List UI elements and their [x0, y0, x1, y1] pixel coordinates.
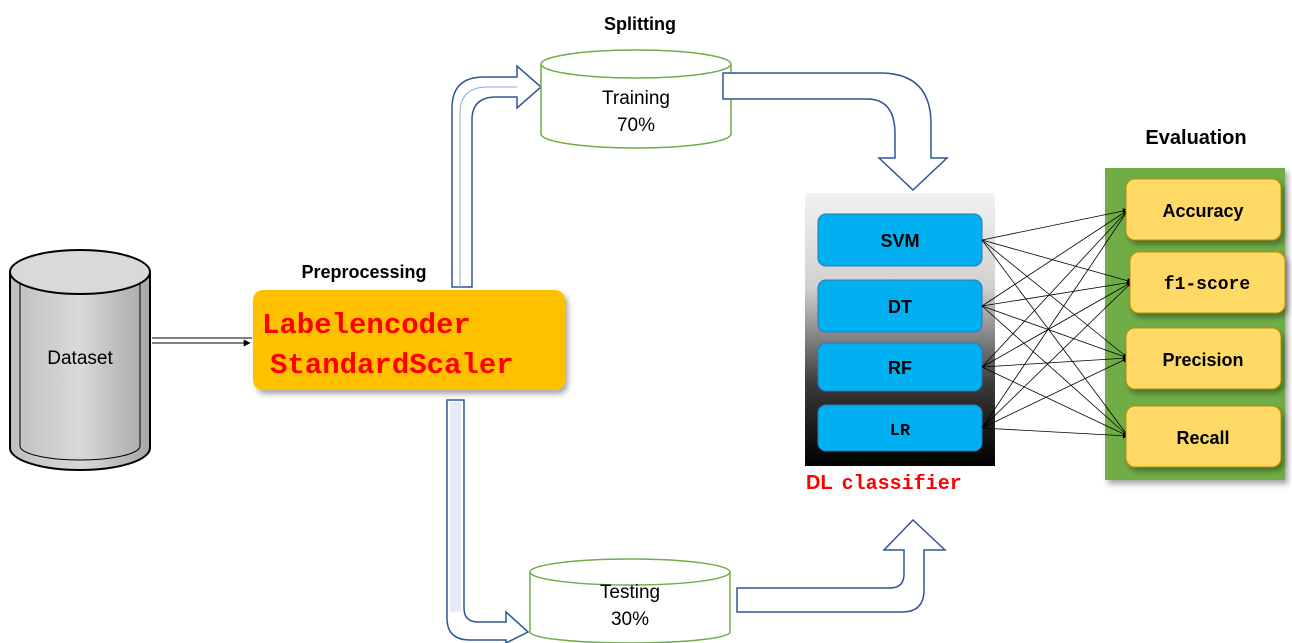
connection-line [981, 281, 1133, 368]
testing-percent: 30% [611, 609, 649, 630]
classifier-caption-word: classifier [842, 473, 962, 496]
model-item-svm: SVM [817, 213, 983, 267]
preprocess-line2: StandardScaler [270, 349, 514, 382]
connection-line [981, 280, 1133, 307]
metric-item-accuracy [1125, 178, 1282, 241]
evaluation-title: Evaluation [1145, 127, 1246, 149]
connection-line [981, 239, 1129, 437]
model-item-dt: DT [817, 279, 983, 333]
model-label: SVM [880, 231, 919, 251]
metric-label: Recall [1176, 428, 1229, 448]
metric-item-f1-score [1129, 251, 1286, 314]
connection-line [981, 366, 1129, 437]
dataset-to-preprocess-arrow [152, 337, 252, 347]
connection-line [981, 355, 1129, 368]
metric-item-recall [1125, 405, 1282, 468]
connection-line [981, 209, 1129, 307]
connection-line [981, 209, 1129, 368]
training-label: Training [602, 88, 670, 109]
testing-cylinder: Testing 30% [529, 558, 731, 643]
connection-line [981, 209, 1129, 429]
model-item-lr: LR [817, 404, 983, 452]
training-cylinder: Training 70% [540, 49, 732, 149]
connection-line [981, 305, 1129, 437]
model-item-rf: RF [817, 342, 983, 392]
block-arrow-icon [451, 64, 543, 288]
training-percent: 70% [617, 115, 655, 136]
block-arrow-inner-line [459, 86, 517, 287]
model-metric-connections [981, 208, 1133, 439]
model-label: RF [888, 358, 912, 378]
preprocess-line1: Labelencoder [262, 309, 471, 342]
connection-line [981, 208, 1129, 241]
dataset-label: Dataset [47, 348, 113, 369]
block-arrow-icon [722, 72, 949, 192]
preprocessing-title: Preprocessing [301, 262, 426, 282]
model-label: DT [888, 297, 912, 317]
testing-label: Testing [600, 582, 660, 603]
preprocessing-box [253, 290, 565, 390]
connection-line [981, 239, 1129, 359]
metric-label: Precision [1162, 350, 1243, 370]
connection-line [981, 357, 1129, 429]
metric-label: Accuracy [1162, 201, 1243, 221]
connection-line [981, 281, 1133, 429]
metric-item-precision [1125, 327, 1282, 390]
dataset-cylinder-icon: Dataset [9, 249, 151, 471]
block-arrow-icon [736, 518, 947, 613]
metric-label: f1-score [1164, 275, 1250, 295]
connection-line [981, 305, 1129, 359]
model-label: LR [890, 422, 911, 441]
splitting-title: Splitting [604, 14, 676, 34]
connection-line [981, 427, 1129, 439]
block-arrow-shade [450, 402, 461, 612]
connection-line [981, 239, 1133, 284]
classifier-caption: DL classifier [806, 472, 962, 496]
classifier-caption-prefix: DL [806, 472, 833, 494]
